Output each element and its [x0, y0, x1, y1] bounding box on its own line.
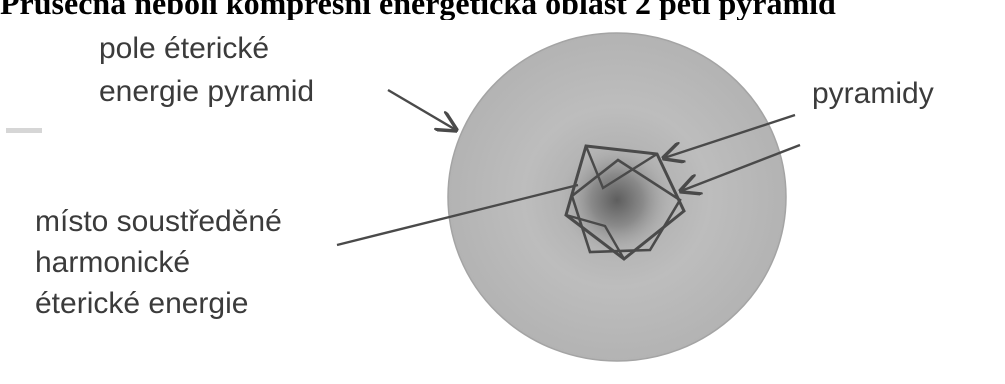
scan-mark — [6, 128, 42, 133]
concentrated-label-line-3: éterické energie — [35, 287, 248, 320]
concentrated-label-line-2: harmonické — [35, 246, 190, 279]
field-label-line-2: energie pyramid — [99, 75, 314, 108]
field-label-line-1: pole éterické — [99, 32, 269, 65]
pyramids-label: pyramidy — [812, 77, 934, 110]
field-pointer-arrow — [388, 90, 456, 130]
concentrated-label-line-1: místo soustředěné — [35, 205, 282, 238]
